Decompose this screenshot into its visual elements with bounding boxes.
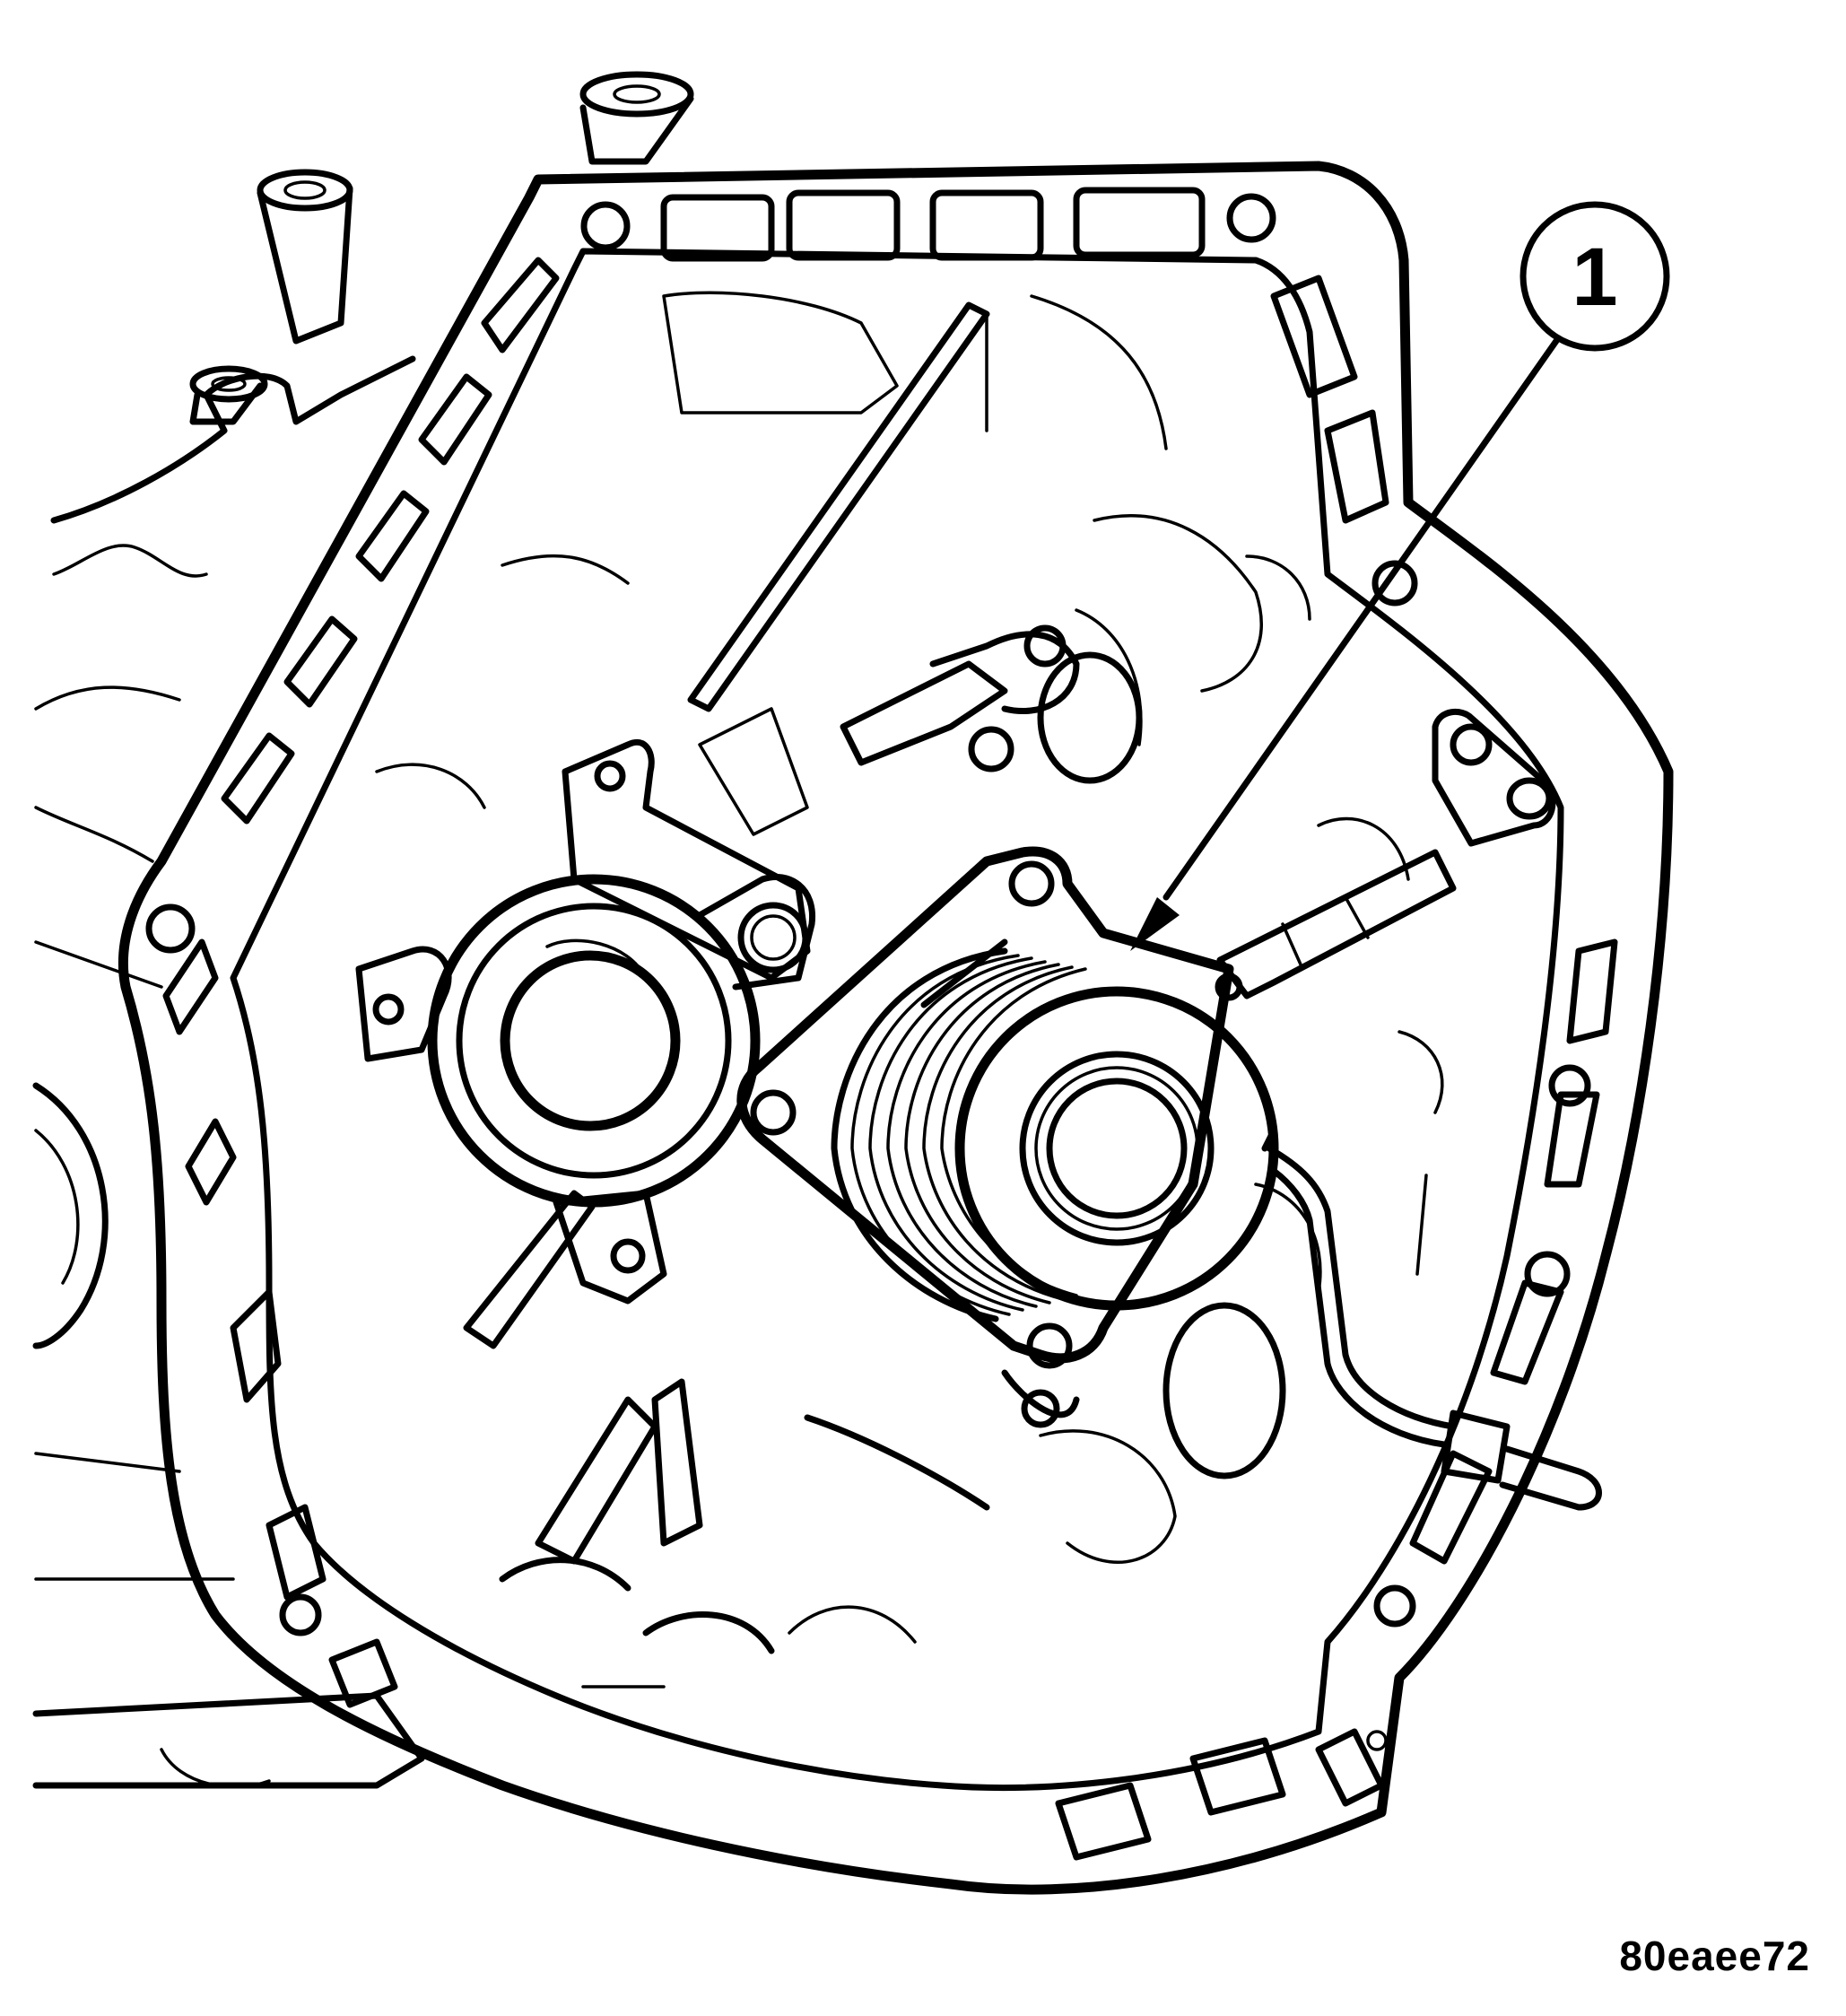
hydraulic-line-and-fork	[1215, 708, 1602, 1511]
bellhousing-flange	[118, 161, 1674, 1895]
clutch-release-bearing-housing-left	[355, 738, 816, 1305]
callout-1-circle	[1519, 201, 1670, 352]
transmission-case-background	[32, 71, 694, 1789]
concentric-slave-cylinder	[736, 846, 1279, 1428]
callout-1: 1	[1130, 201, 1670, 951]
figure-id: 80eaee72	[1619, 1933, 1810, 1979]
callout-1-label: 1	[1572, 231, 1617, 323]
bellhousing-interior-details	[375, 291, 1444, 1689]
callout-1-leader	[1162, 337, 1560, 901]
callout-1-arrowhead	[1130, 897, 1180, 951]
